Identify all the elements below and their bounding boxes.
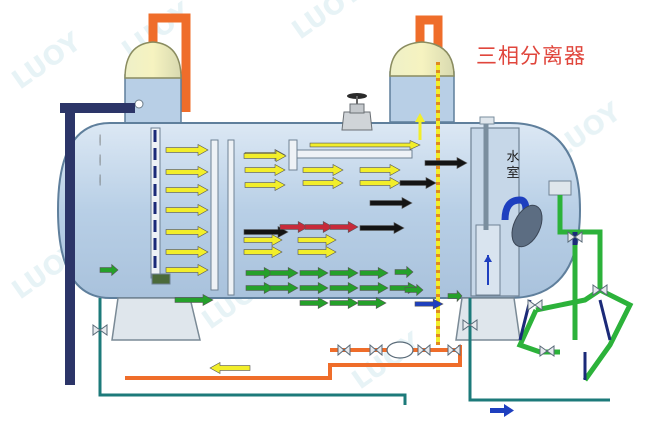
oil-return-arrow	[210, 363, 250, 374]
flowmeter-icon	[387, 342, 413, 358]
water-chamber-label: 水 室	[506, 150, 520, 182]
watermark-text: LUOY	[347, 326, 428, 395]
water-flow-arrow	[330, 298, 358, 309]
right-dome	[390, 42, 454, 122]
watermark-text: LUOY	[287, 0, 368, 46]
water-discharge-arrow	[490, 404, 514, 417]
water-flow-arrow	[358, 298, 386, 309]
water-flow-arrow	[300, 298, 328, 309]
watermark-text: LUOY	[7, 26, 88, 95]
gate-valve-icon	[342, 93, 372, 130]
diagram-title: 三相分离器	[476, 40, 586, 70]
